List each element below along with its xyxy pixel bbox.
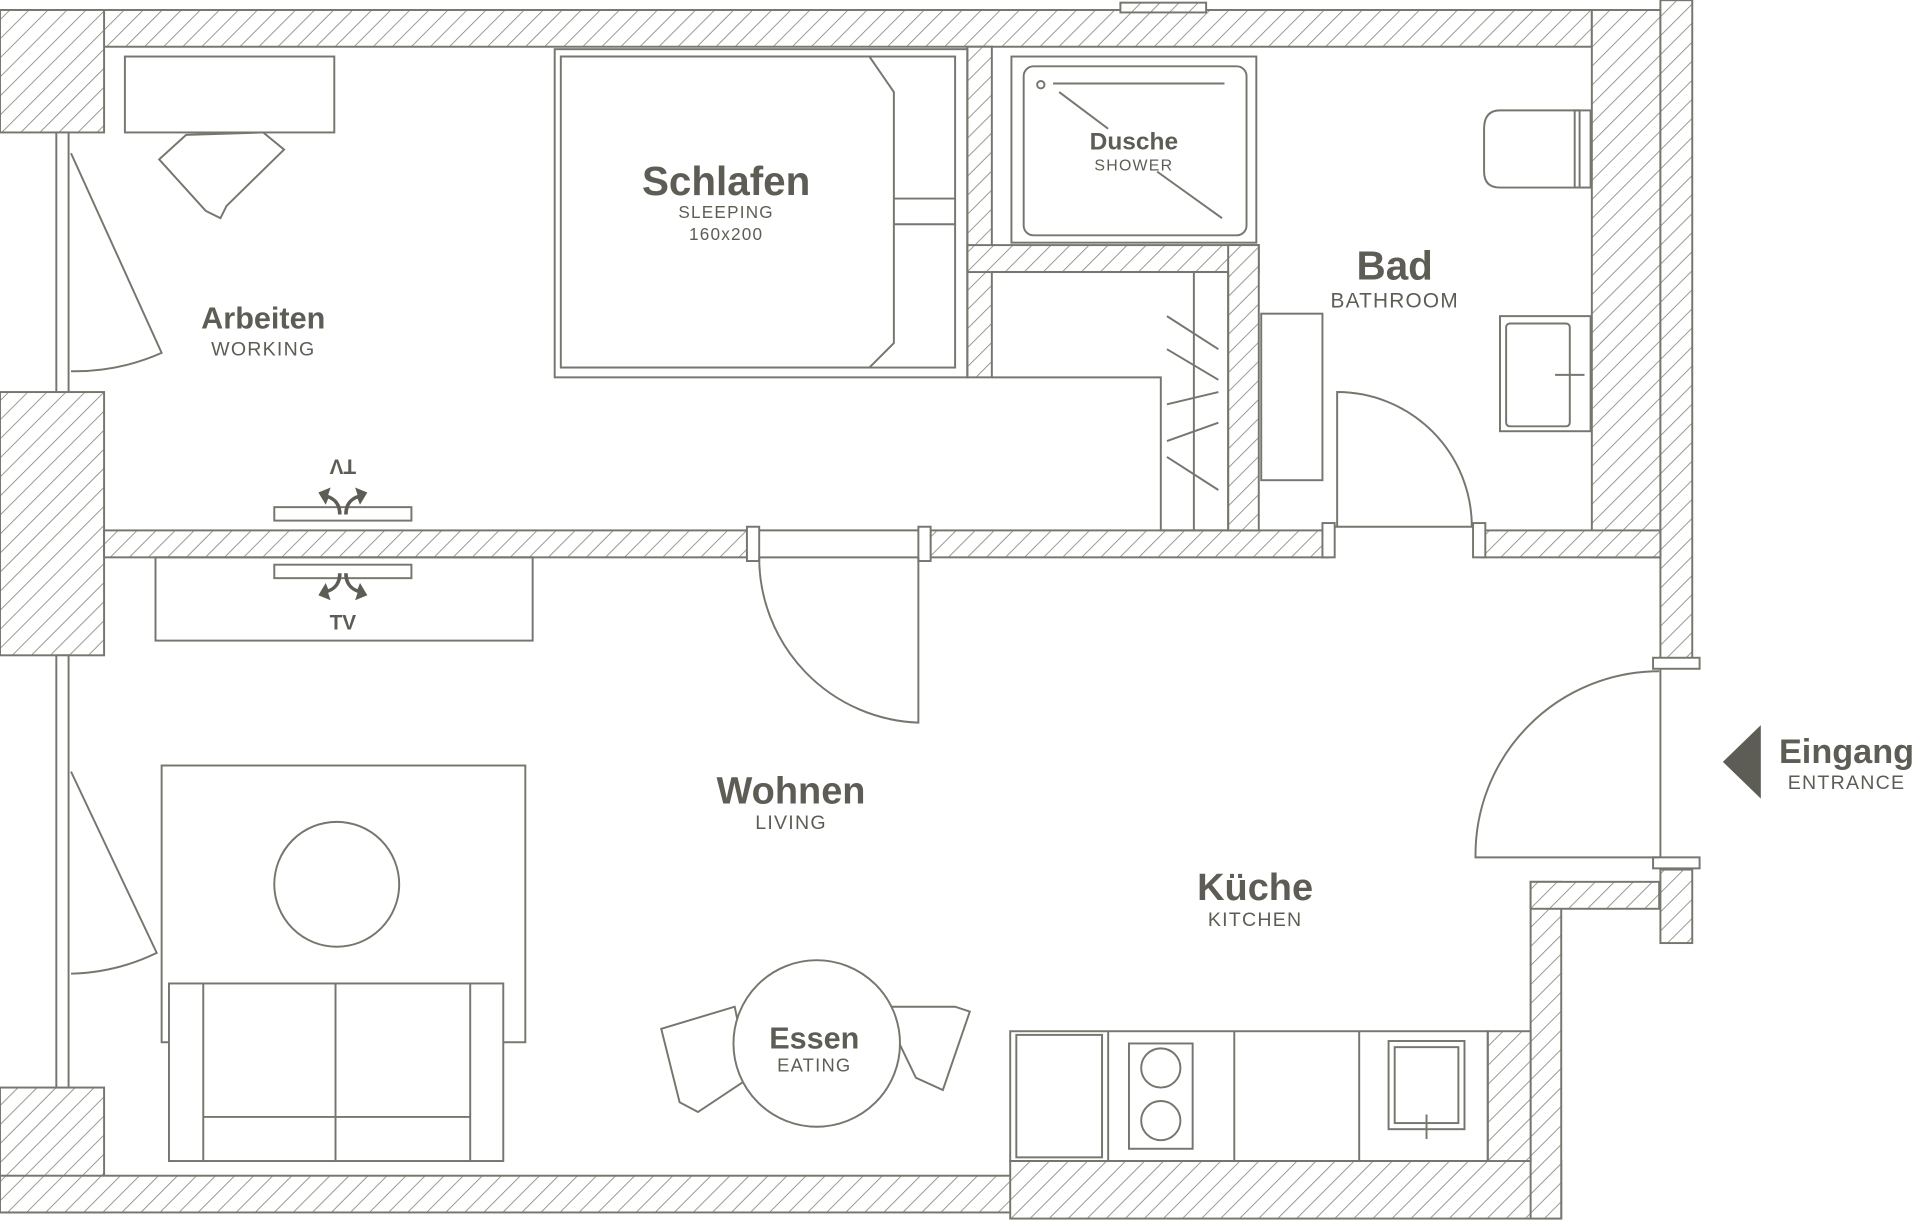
doors [70, 152, 1660, 975]
bathroom-label-en: BATHROOM [1330, 290, 1458, 313]
kitchen-label: Küche [1197, 867, 1313, 909]
sleeping-label-en: SLEEPING [678, 202, 773, 222]
tv-label-bottom: TV [330, 612, 357, 635]
tv-arrow-down-icon [318, 573, 368, 601]
bathroom-label: Bad [1357, 242, 1433, 288]
living-label-en: LIVING [755, 812, 827, 834]
entrance-arrow-icon [1722, 725, 1761, 799]
kitchen-label-en: KITCHEN [1208, 909, 1303, 931]
entrance-label-en: ENTRANCE [1788, 772, 1906, 794]
eating-label-en: EATING [777, 1055, 851, 1076]
shower-label: Dusche [1090, 129, 1178, 156]
working-label: Arbeiten [201, 301, 325, 335]
eating-label: Essen [769, 1021, 859, 1055]
working-label-en: WORKING [211, 338, 315, 360]
shower-label-en: SHOWER [1094, 157, 1173, 174]
bed-size: 160x200 [689, 224, 763, 244]
tv-arrow-up-icon [318, 487, 368, 515]
entrance-label: Eingang [1779, 733, 1914, 771]
furniture [123, 48, 1592, 1162]
sleeping-label: Schlafen [642, 158, 810, 204]
room-labels: Arbeiten WORKING Schlafen SLEEPING 160x2… [201, 129, 1914, 1076]
living-label: Wohnen [717, 770, 866, 812]
walls [0, 0, 1701, 1220]
tv-label-top: TV [329, 454, 356, 477]
